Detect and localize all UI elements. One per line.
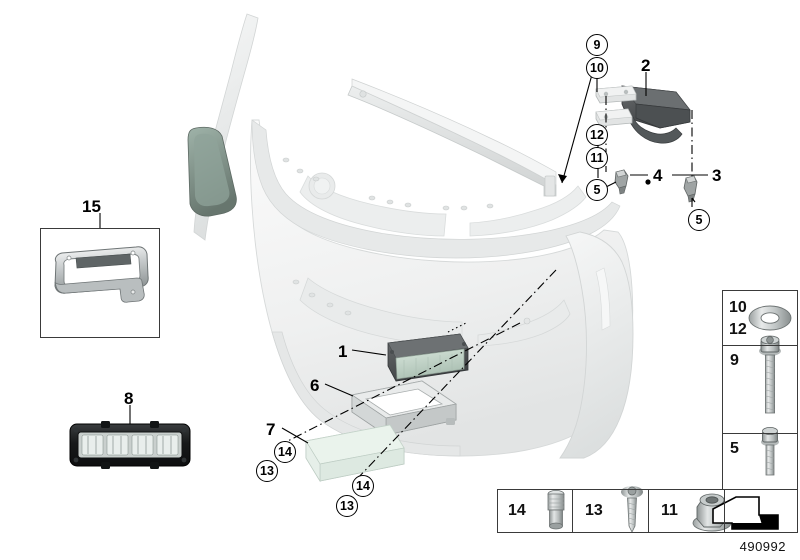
label-1: 1	[338, 342, 348, 361]
badge	[313, 177, 331, 195]
part-2-bracket	[621, 85, 691, 144]
circle-5-left: 5	[586, 179, 608, 201]
bolt-9-torx	[766, 336, 774, 344]
impact-beam-top-face	[351, 78, 557, 186]
rivet-nut-icon	[547, 489, 565, 530]
label-6: 6	[310, 376, 320, 395]
lower-intake-left	[299, 277, 463, 347]
bumper-lower-lip	[271, 331, 461, 457]
bottom-hardware-panel	[497, 489, 798, 533]
led-1-screw-right	[462, 342, 466, 346]
assembly-trace	[447, 321, 469, 333]
right-panel-divider-1	[722, 290, 798, 346]
strobe-screw-bl	[73, 457, 79, 463]
bumper-right-corner	[559, 231, 634, 459]
rail-hole-1	[603, 91, 609, 97]
circle-9-top: 9	[586, 34, 608, 56]
circle-10: 10	[586, 57, 608, 79]
label-2: 2	[641, 56, 651, 75]
circle-13-b: 13	[336, 495, 358, 517]
lower-intake-right	[477, 299, 571, 347]
label-15: 15	[82, 197, 101, 216]
washer-icon	[748, 305, 792, 331]
axis-origin-dot	[645, 179, 651, 185]
beam-end-plate	[544, 175, 556, 197]
part-7-cover	[305, 424, 405, 483]
cell-label-5: 5	[730, 440, 739, 457]
rail-hole-2	[623, 89, 629, 95]
circle-14-b: 14	[352, 475, 374, 497]
label-8: 8	[124, 389, 134, 408]
circle-11: 11	[586, 147, 608, 169]
cell-label-12: 12	[729, 321, 747, 338]
leader-arrowhead	[558, 174, 567, 183]
nut-11-bore	[705, 496, 719, 504]
bezel-screw-3	[130, 289, 136, 295]
circle-12: 12	[586, 124, 608, 146]
part-15-bezel	[54, 246, 149, 303]
strobe-led-segments	[81, 434, 179, 456]
impact-beam	[347, 85, 557, 197]
bottom-panel-divider-2	[497, 489, 649, 533]
cell-label-13: 13	[585, 502, 603, 519]
part-15-box	[40, 228, 160, 338]
bumper-upper-shoulder	[251, 119, 621, 259]
cell-label-11: 11	[661, 502, 678, 519]
bolt-5-shank	[765, 444, 775, 476]
cover-7-side	[305, 439, 321, 483]
bottom-panel-divider-3	[497, 489, 725, 533]
corner-vent-slit	[595, 267, 611, 331]
part-8-strobe-light	[69, 421, 191, 469]
strobe-mount-tabs	[101, 421, 159, 469]
bezel-screw-1	[66, 255, 72, 261]
right-panel-divider-2	[722, 290, 798, 434]
label-4: 4	[653, 166, 663, 185]
bezel-lower-tab	[54, 277, 145, 303]
bracket-2-face	[635, 103, 691, 129]
diagram-number: 490992	[739, 539, 786, 554]
part-4-clip	[614, 169, 629, 195]
strobe-screw-br	[181, 457, 187, 463]
led-1-lens	[395, 348, 465, 380]
long-bolt-icon	[759, 335, 781, 414]
circle-5-right: 5	[688, 209, 710, 231]
grille-opening-left	[299, 175, 447, 237]
sensor-hole-1	[523, 317, 531, 325]
strobe-led-ribs	[87, 436, 172, 454]
beam-hole	[359, 90, 367, 98]
led-1-screw-left	[390, 350, 394, 354]
bracket-2-curved-lip	[627, 116, 683, 144]
mounting-hole-row	[282, 157, 494, 316]
strobe-screw-tl	[73, 427, 79, 433]
leader-impact-beam	[561, 59, 597, 184]
strobe-lens	[77, 431, 183, 459]
part-3-clip	[683, 175, 698, 203]
label-7: 7	[266, 420, 276, 439]
frame-6-aperture	[364, 388, 444, 416]
installed-led-left-lens	[194, 133, 230, 207]
part-1-led-light	[387, 333, 469, 382]
grille-opening-right	[469, 185, 587, 237]
bezel-dark-strip	[75, 253, 132, 269]
part-6-frame	[350, 380, 458, 436]
cell-label-9: 9	[730, 352, 739, 369]
bottom-panel-divider-1	[497, 489, 573, 533]
circle-13-a: 13	[256, 460, 278, 482]
direction-arrow-icon	[712, 496, 779, 530]
front-bumper-assembly	[187, 13, 634, 459]
bezel-screw-2	[130, 250, 136, 256]
frame-6-tab	[446, 418, 455, 425]
strobe-screw-tr	[181, 427, 187, 433]
cell-label-14: 14	[508, 502, 526, 519]
cell-label-10: 10	[729, 299, 747, 316]
label-3: 3	[712, 166, 722, 185]
circle-14-a: 14	[274, 441, 296, 463]
